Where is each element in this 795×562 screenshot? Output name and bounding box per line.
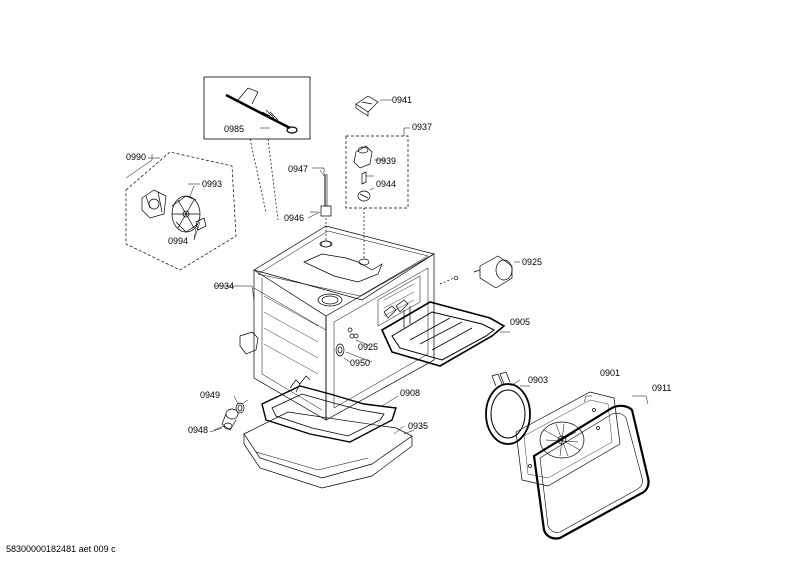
label-0993: 0993: [202, 179, 223, 189]
door-seal-0911: [532, 395, 650, 540]
label-0946: 0946: [284, 213, 305, 223]
label-0925-knob: 0925: [522, 257, 543, 267]
label-0905: 0905: [510, 317, 531, 327]
label-0949: 0949: [200, 390, 221, 400]
label-0994: 0994: [168, 236, 189, 246]
sensor-0947: [310, 167, 332, 248]
lamp-group-0937: [345, 127, 410, 260]
detail-box-0985: [203, 76, 311, 221]
label-0935: 0935: [408, 421, 429, 431]
label-0925-screw: 0925: [358, 342, 379, 352]
back-cover-0901: [515, 391, 621, 487]
seal-0950: [335, 343, 351, 363]
label-0939: 0939: [376, 156, 397, 166]
leader-lines: [148, 127, 521, 435]
label-0990: 0990: [126, 152, 147, 162]
label-0985: 0985: [224, 124, 245, 134]
label-0911: 0911: [652, 383, 672, 393]
label-0950: 0950: [350, 358, 371, 368]
grill-element-0905: [380, 299, 510, 367]
thermostat-0948: [213, 408, 239, 431]
document-footer-id: 58300000182481 aet 009 c: [6, 544, 116, 554]
label-0947: 0947: [288, 164, 309, 174]
label-0937: 0937: [412, 122, 433, 132]
lamp-cover-0941: [355, 95, 392, 117]
screw-0925-small: [349, 333, 355, 339]
bottom-element-0908: [261, 375, 397, 443]
oven-cavity-0934: [214, 225, 435, 421]
label-0908: 0908: [400, 388, 421, 398]
knob-0925: [439, 255, 520, 289]
ring-element-0903: [485, 371, 531, 445]
label-0901: 0901: [600, 368, 621, 378]
label-0944: 0944: [376, 179, 397, 189]
label-0903: 0903: [528, 375, 549, 385]
label-0934: 0934: [214, 281, 235, 291]
clip-0949: [233, 395, 245, 414]
label-0948: 0948: [188, 425, 209, 435]
label-0941: 0941: [392, 95, 413, 105]
insulation-0935: [243, 411, 415, 489]
fan-detail-0990: [125, 151, 237, 271]
